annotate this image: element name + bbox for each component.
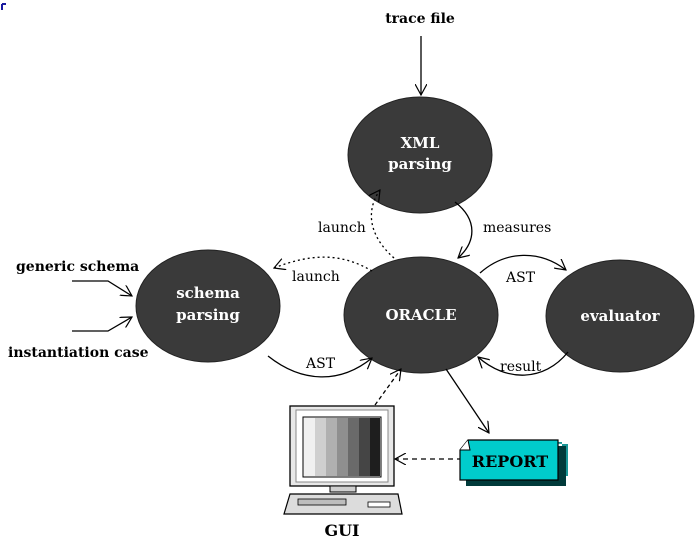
oracle-report-edge [445,368,489,433]
report-label: REPORT [472,452,548,471]
ast-schema-label: AST [305,356,336,372]
gui-computer-icon: GUI [283,405,403,540]
ast-evaluator-label: AST [505,270,536,286]
ast-schema-edge [267,355,372,378]
evaluator-node-label: evaluator [580,307,660,325]
xml-node-label-line1: XML [401,134,440,152]
measures-edge [454,201,473,258]
schema-node-label-line1: schema [176,284,240,302]
launch-xml-label: launch [318,220,366,236]
schema-parsing-node: schema parsing [135,249,281,363]
oracle-node-label: ORACLE [385,306,456,324]
corner-mark [1,3,6,10]
schema-node-label-line2: parsing [176,306,240,324]
launch-schema-label: launch [292,269,340,285]
gui-label: GUI [324,521,359,540]
ast-evaluator-edge [479,254,566,274]
generic-schema-label: generic schema [16,259,139,275]
result-label: result [500,359,542,375]
oracle-node: ORACLE [343,256,499,374]
result-edge [478,351,569,376]
trace-file-label: trace file [385,11,455,27]
instantiation-case-arrow [72,317,132,332]
measures-label: measures [483,220,551,236]
gui-oracle-edge [374,369,401,406]
generic-schema-arrow [72,280,132,296]
instantiation-case-label: instantiation case [8,345,149,361]
xml-node-label-line2: parsing [388,155,452,173]
launch-schema-edge [274,256,373,272]
evaluator-node: evaluator [545,259,695,373]
report-document: REPORT [459,439,568,486]
xml-parsing-node: XML parsing [347,96,493,214]
